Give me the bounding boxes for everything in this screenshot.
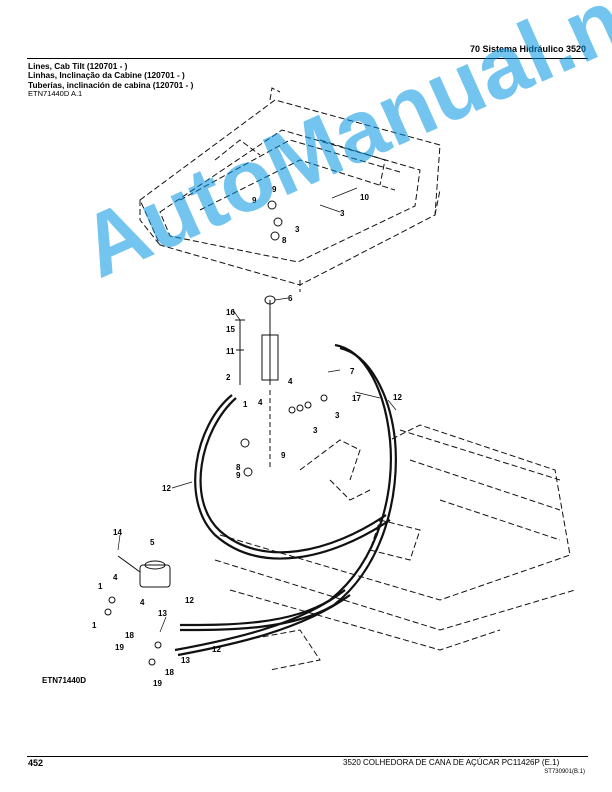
cab-frame [139,87,441,292]
callout-2: 2 [226,373,231,382]
callout-12: 12 [212,645,221,654]
callout-13: 13 [158,609,167,618]
callout-5: 5 [150,538,155,547]
parts-titles: Lines, Cab Tilt (120701 - ) Linhas, Incl… [28,61,194,90]
figure-reference: ETN71440D A.1 [28,89,83,98]
callout-4: 4 [288,377,293,386]
leader-lines [117,187,397,633]
callout-3: 3 [340,209,345,218]
callout-3: 3 [335,411,340,420]
callout-4: 4 [258,398,263,407]
hose-lines [174,343,397,657]
callout-6: 6 [288,294,293,303]
page-number: 452 [28,758,44,768]
figure-id: ETN71440D [42,676,87,685]
callout-4: 4 [140,598,145,607]
callout-11: 11 [226,347,235,356]
callout-14: 14 [113,528,122,537]
callout-3: 3 [313,426,318,435]
callout-13: 13 [181,656,190,665]
callout-1: 1 [98,582,103,591]
callout-1: 1 [243,400,248,409]
callout-8: 8 [282,236,287,245]
callouts: 10 9 9 3 3 8 6 16 15 11 7 2 4 4 1 17 12 … [92,185,402,688]
callout-18: 18 [125,631,134,640]
callout-8: 8 [236,463,241,472]
reservoir [117,555,171,588]
section-title: 70 Sistema Hidráulico 3520 [469,44,586,54]
tilt-cylinder [235,295,279,470]
title-spanish: Tuberías, inclinación de cabina (120701 … [28,79,194,90]
callout-19: 19 [153,679,162,688]
footer-rule [27,756,588,757]
callout-9: 9 [272,185,277,194]
fittings [104,200,328,666]
callout-19: 19 [115,643,124,652]
callout-12: 12 [185,596,194,605]
title-portuguese: Linhas, Inclinação da Cabine (120701 - ) [28,70,185,81]
callout-10: 10 [360,193,369,202]
callout-1: 1 [92,621,97,630]
callout-9: 9 [281,451,286,460]
callout-16: 16 [226,308,235,317]
callout-9: 9 [252,196,257,205]
callout-9: 9 [236,471,241,480]
harvester-frame [214,424,576,671]
callout-4: 4 [113,573,118,582]
title-english: Lines, Cab Tilt (120701 - ) [28,61,128,71]
callout-12: 12 [162,484,171,493]
callout-17: 17 [352,394,361,403]
callout-12: 12 [393,393,402,402]
callout-18: 18 [165,668,174,677]
footer-code: ST730901(B.1) [544,769,585,775]
callout-3: 3 [295,225,300,234]
callout-15: 15 [226,325,235,334]
header-rule [27,58,588,59]
footer-text: 3520 COLHEDORA DE CANA DE AÇÚCAR PC11426… [343,758,560,767]
callout-7: 7 [350,367,355,376]
